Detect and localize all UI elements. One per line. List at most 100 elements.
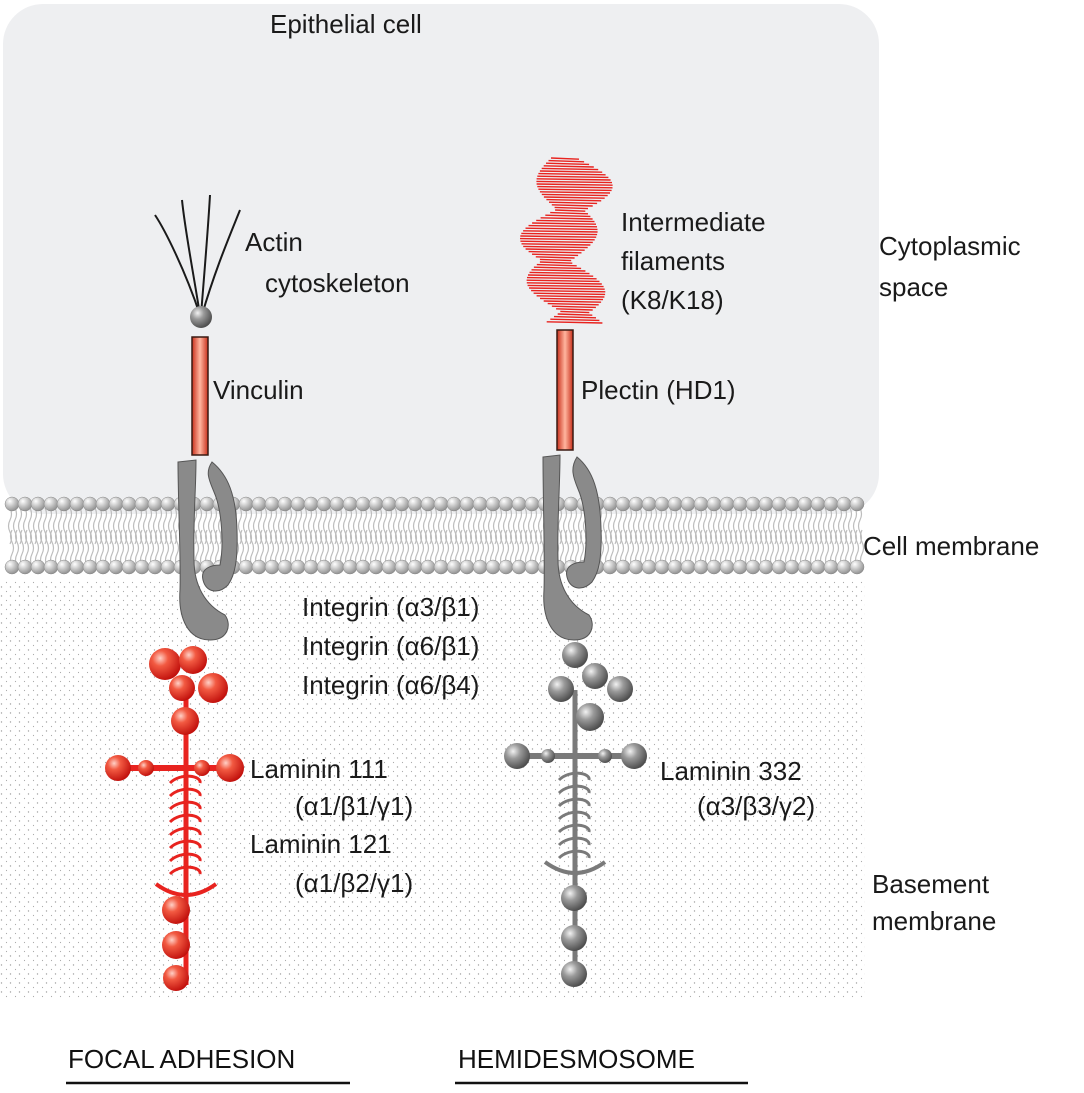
lipid-tail bbox=[532, 507, 538, 545]
lipid-tail bbox=[619, 529, 625, 567]
lipid-tail bbox=[297, 507, 303, 545]
lipid-tail bbox=[327, 507, 333, 545]
lipid-tail bbox=[422, 507, 428, 545]
lipid-tail bbox=[142, 507, 148, 545]
lipid-head-top bbox=[524, 496, 540, 512]
laminin-globule bbox=[149, 648, 181, 680]
lipid-tail bbox=[777, 507, 783, 545]
laminin-121-name: Laminin 121 bbox=[250, 829, 392, 859]
lipid-tail bbox=[852, 507, 858, 545]
lipid-tail bbox=[652, 507, 658, 545]
lipid-head-bottom bbox=[524, 559, 540, 575]
lipid-head-bottom bbox=[329, 559, 345, 575]
lipid-tail bbox=[207, 507, 213, 545]
lipid-tail bbox=[54, 529, 60, 567]
lipid-tail bbox=[332, 507, 338, 545]
lipid-head-bottom bbox=[472, 559, 488, 575]
lipid-tail bbox=[304, 529, 310, 567]
lipid-head-top bbox=[355, 496, 371, 512]
basement-membrane-region bbox=[0, 580, 865, 998]
laminin-globule bbox=[105, 755, 131, 781]
lipid-tail bbox=[124, 529, 130, 567]
filament-strand bbox=[536, 180, 613, 184]
lipid-tail bbox=[559, 529, 565, 567]
filament-strand bbox=[538, 188, 612, 192]
filament-strand bbox=[555, 209, 586, 212]
filament-strand bbox=[533, 266, 582, 270]
laminin-332-chains: (α3/β3/γ2) bbox=[697, 791, 815, 821]
lipid-head-top bbox=[784, 496, 800, 512]
lipid-head-top bbox=[771, 496, 787, 512]
lipid-tail bbox=[39, 529, 45, 567]
lipid-head-bottom bbox=[394, 559, 410, 575]
filament-strand bbox=[546, 321, 603, 324]
cytoplasmic-space-label: Cytoplasmic space bbox=[879, 231, 1028, 302]
laminin-111-name: Laminin 111 bbox=[250, 754, 388, 784]
lipid-head-bottom bbox=[43, 559, 59, 575]
lipid-tail bbox=[407, 507, 413, 545]
lipid-tail bbox=[754, 529, 760, 567]
lipid-head-bottom bbox=[420, 559, 436, 575]
lipid-tail bbox=[42, 507, 48, 545]
filament-strand bbox=[538, 172, 606, 176]
lipid-head-bottom bbox=[758, 559, 774, 575]
lipid-tail bbox=[757, 507, 763, 545]
lipid-tail bbox=[462, 507, 468, 545]
filament-strand bbox=[526, 282, 602, 285]
epithelial-cell-body bbox=[3, 4, 879, 514]
lipid-head-bottom bbox=[823, 559, 839, 575]
lipid-head-bottom bbox=[82, 559, 98, 575]
lipid-tail bbox=[274, 529, 280, 567]
lipid-head-top bbox=[758, 496, 774, 512]
lipid-tail bbox=[484, 529, 490, 567]
lipid-head-bottom bbox=[654, 559, 670, 575]
filament-strand bbox=[523, 230, 598, 233]
lipid-tail bbox=[37, 507, 43, 545]
lipid-head-bottom bbox=[381, 559, 397, 575]
lipid-head-top bbox=[693, 496, 709, 512]
lipid-head-bottom bbox=[706, 559, 722, 575]
lipid-tail bbox=[344, 529, 350, 567]
lipid-tail bbox=[209, 529, 215, 567]
filament-strand bbox=[537, 175, 609, 179]
lipid-head-top bbox=[251, 496, 267, 512]
integrin-label-2: Integrin (α6/β1) bbox=[302, 631, 479, 661]
lipid-head-bottom bbox=[498, 559, 514, 575]
lipid-tail bbox=[277, 507, 283, 545]
filament-strand bbox=[536, 183, 613, 186]
lipid-head-top bbox=[706, 496, 722, 512]
lipid-tail bbox=[772, 507, 778, 545]
lipid-tail bbox=[744, 529, 750, 567]
lipid-head-bottom bbox=[407, 559, 423, 575]
lipid-head-bottom bbox=[108, 559, 124, 575]
lipid-tail bbox=[474, 529, 480, 567]
lipid-tail bbox=[312, 507, 318, 545]
lipid-tail bbox=[494, 529, 500, 567]
lipid-tail bbox=[52, 507, 58, 545]
lipid-tail bbox=[384, 529, 390, 567]
lipid-tail bbox=[174, 529, 180, 567]
lipid-tail bbox=[682, 507, 688, 545]
lipid-tail bbox=[359, 529, 365, 567]
lipid-tail bbox=[102, 507, 108, 545]
lipid-head-bottom bbox=[121, 559, 137, 575]
lipid-tail bbox=[477, 507, 483, 545]
lipid-tail bbox=[149, 529, 155, 567]
lipid-tail bbox=[392, 507, 398, 545]
lipid-tail bbox=[317, 507, 323, 545]
lipid-tail bbox=[57, 507, 63, 545]
lipid-tail bbox=[84, 529, 90, 567]
lipid-tail bbox=[294, 529, 300, 567]
lipid-tail bbox=[459, 529, 465, 567]
lipid-head-top bbox=[82, 496, 98, 512]
lipid-tail bbox=[147, 507, 153, 545]
lipid-tail bbox=[574, 529, 580, 567]
lipid-tail bbox=[517, 507, 523, 545]
lipid-tail bbox=[527, 507, 533, 545]
lipid-tail bbox=[802, 507, 808, 545]
lipid-tail bbox=[817, 507, 823, 545]
laminin-globule bbox=[598, 749, 612, 763]
lipid-tail bbox=[417, 507, 423, 545]
lipid-tail bbox=[427, 507, 433, 545]
